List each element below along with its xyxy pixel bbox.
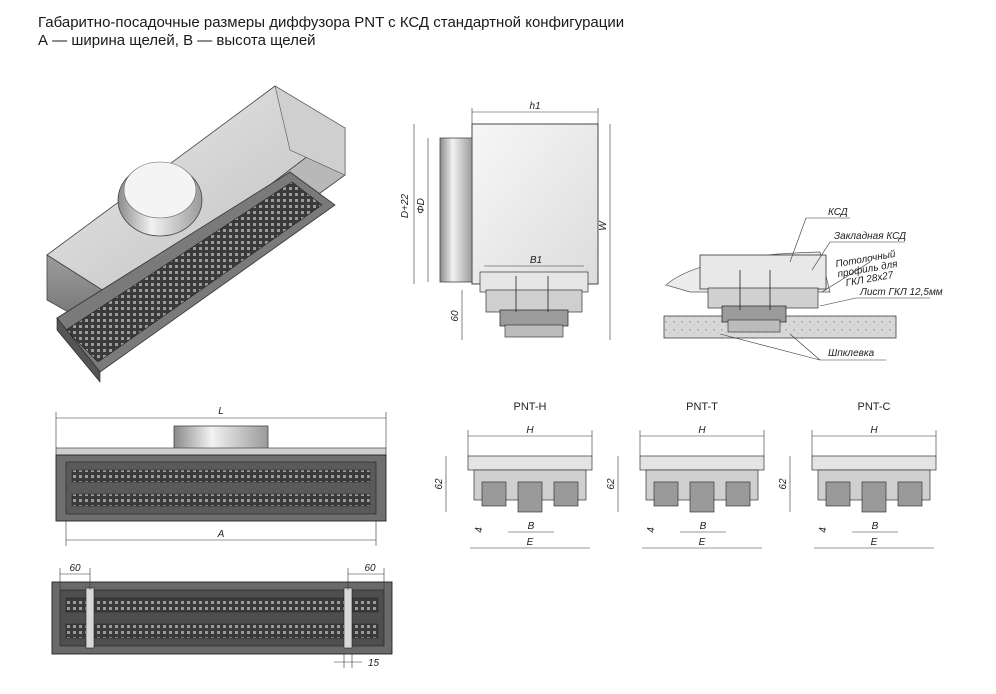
profile-pnt-t-dim-b: B (700, 521, 707, 532)
profile-pnt-c-dim-b: B (872, 521, 879, 532)
dim-h1-label: h1 (529, 101, 540, 112)
profile-pnt-h-dim-h: H (526, 425, 534, 436)
profile-pnt-c (789, 430, 937, 549)
dim-d22-label: D+22 (400, 193, 411, 218)
dim-15-label: 15 (368, 658, 380, 669)
title-line-2: А — ширина щелей, В — высота щелей (38, 32, 316, 49)
profile-pnt-h-dim-4: 4 (474, 527, 485, 533)
page-title: Габаритно-посадочные размеры диффузора P… (38, 14, 624, 50)
profile-pnt-t-dim-62: 62 (606, 478, 617, 490)
profile-pnt-c-dim-e: E (871, 537, 878, 548)
profile-pnt-t-dim-e: E (699, 537, 706, 548)
profile-pnt-h-dim-62: 62 (434, 478, 445, 490)
profile-pnt-c-dim-4: 4 (818, 527, 829, 533)
bottom-view (51, 568, 393, 668)
isometric-view (46, 85, 346, 383)
title-line-1: Габаритно-посадочные размеры диффузора P… (38, 14, 625, 31)
profile-pnt-t-dim-h: H (698, 425, 706, 436)
installation-view (663, 217, 930, 361)
dim-a-label: A (217, 529, 225, 540)
dim-b1-label: B1 (530, 255, 542, 266)
profile-pnt-c-dim-62: 62 (778, 478, 789, 490)
gkl-sheet-label: Лист ГКЛ 12,5мм (859, 287, 943, 298)
dim-60-right-label: 60 (364, 563, 376, 574)
profile-pnt-h-dim-b: B (528, 521, 535, 532)
side-section-view (413, 108, 611, 340)
profile-pnt-t (617, 430, 765, 549)
embedded-ksd-label: Закладная КСД (834, 231, 906, 242)
profile-pnt-h-dim-e: E (527, 537, 534, 548)
profile-pnt-h-title: PNT-H (514, 401, 547, 413)
profile-pnt-c-title: PNT-C (858, 401, 891, 413)
dim-d-label: ΦD (416, 198, 427, 214)
front-view (55, 412, 387, 546)
profile-pnt-c-dim-h: H (870, 425, 878, 436)
dim-60-label: 60 (450, 310, 461, 322)
dim-l-label: L (218, 406, 224, 417)
profile-pnt-h (445, 430, 593, 549)
putty-label: Шпклевка (828, 348, 875, 359)
ksd-label: КСД (828, 207, 848, 218)
dim-60-left-label: 60 (69, 563, 81, 574)
dim-w-label: W (598, 220, 609, 231)
profile-pnt-t-dim-4: 4 (646, 527, 657, 533)
profile-pnt-t-title: PNT-T (686, 401, 718, 413)
